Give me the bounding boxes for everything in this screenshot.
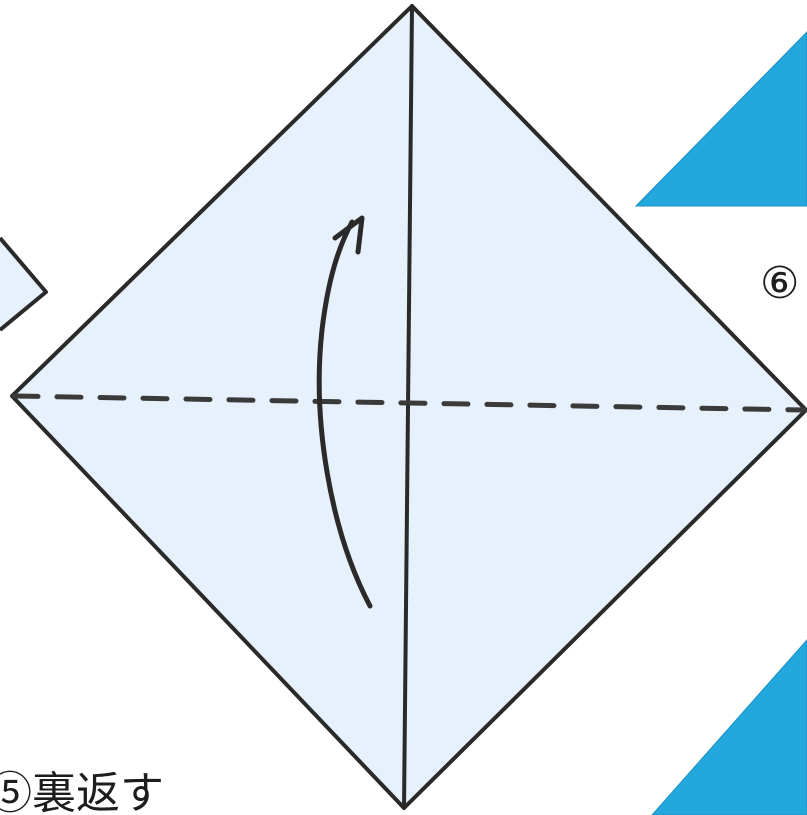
next-step-blue-triangle-top xyxy=(636,32,807,206)
step-6-number-text: ⑥ xyxy=(760,258,799,309)
step-5-instruction: ⑤裏返す xyxy=(0,772,164,815)
step-5-text: 裏返す xyxy=(32,768,164,815)
step-5-number: ⑤ xyxy=(0,768,32,815)
next-step-blue-triangle-bottom xyxy=(652,640,807,815)
previous-step-fragment xyxy=(0,238,46,330)
step-6-number: ⑥ xyxy=(760,262,799,306)
